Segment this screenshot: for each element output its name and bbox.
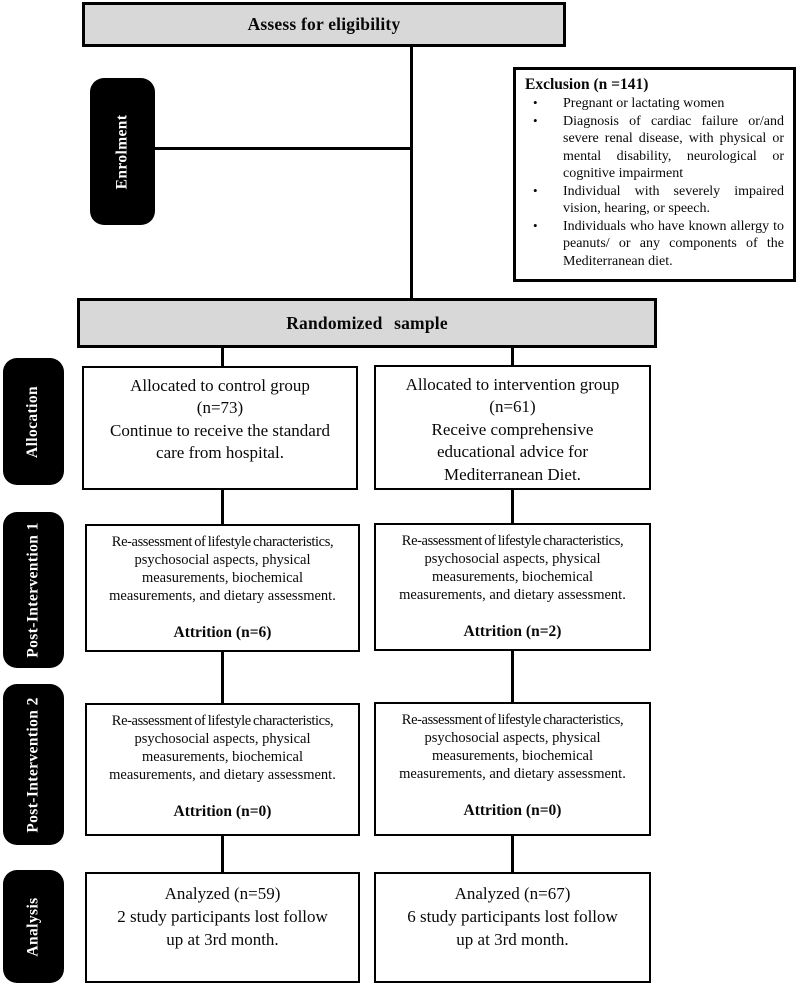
analysis-control-line: Analyzed (n=59) — [164, 884, 281, 903]
bullet-icon: • — [533, 182, 538, 198]
post2-control-line: measurements, biochemical — [141, 748, 304, 765]
stage-label-post-intervention-2: Post-Intervention 2 — [3, 684, 64, 845]
post1-intervention-line: measurements, and dietary assessment. — [399, 586, 626, 603]
analysis-intervention-line: 6 study participants lost follow — [407, 906, 618, 926]
stage-label-enrolment-text: Enrolment — [113, 114, 131, 189]
assess-eligibility-box: Assess for eligibility — [82, 2, 566, 47]
analysis-control-line: 2 study participants lost follow — [117, 906, 328, 926]
post2-intervention-box: Re-assessment of lifestyle characteristi… — [374, 702, 651, 836]
allocation-intervention-line: Allocated to intervention group — [405, 375, 620, 394]
post1-control-line: Re-assessment of lifestyle characteristi… — [111, 534, 334, 550]
post1-intervention-line: Re-assessment of lifestyle characteristi… — [401, 533, 624, 549]
post2-control-box: Re-assessment of lifestyle characteristi… — [85, 703, 360, 836]
connector-randomized-intervention — [511, 346, 514, 366]
allocation-control-line: (n=73) — [196, 398, 244, 418]
post1-intervention-attrition: Attrition (n=2) — [463, 622, 562, 640]
exclusion-item-text: Individuals who have known allergy to pe… — [563, 218, 784, 269]
bullet-icon: • — [533, 95, 538, 111]
analysis-intervention-line: Analyzed (n=67) — [454, 884, 571, 903]
exclusion-item-text: Pregnant or lactating women — [563, 96, 725, 112]
connector-control-post1 — [221, 490, 224, 525]
stage-label-analysis: Analysis — [3, 870, 64, 983]
exclusion-item: • Diagnosis of cardiac failure or/and se… — [523, 113, 786, 183]
post1-control-line: measurements, biochemical — [141, 569, 304, 586]
stage-label-post-intervention-1-text: Post-Intervention 1 — [24, 522, 42, 658]
post1-intervention-box: Re-assessment of lifestyle characteristi… — [374, 523, 651, 651]
exclusion-item: • Individuals who have known allergy to … — [523, 218, 786, 271]
post1-control-attrition: Attrition (n=6) — [173, 623, 272, 641]
allocation-intervention-line: educational advice for — [436, 442, 589, 462]
post2-intervention-line: psychosocial aspects, physical — [424, 729, 601, 746]
analysis-intervention-line: up at 3rd month. — [456, 929, 569, 949]
allocation-control-line: care from hospital. — [156, 443, 284, 463]
stage-label-enrolment: Enrolment — [90, 78, 155, 225]
post1-control-line: psychosocial aspects, physical — [134, 551, 311, 568]
stage-label-post-intervention-1: Post-Intervention 1 — [3, 512, 64, 668]
exclusion-box: Exclusion (n =141) • Pregnant or lactati… — [513, 67, 796, 282]
post2-intervention-attrition: Attrition (n=0) — [463, 801, 562, 819]
analysis-control-line: up at 3rd month. — [166, 929, 279, 949]
exclusion-title: Exclusion (n =141) — [525, 76, 649, 93]
exclusion-item-text: Individual with severely impaired vision… — [563, 183, 784, 217]
analysis-control-box: Analyzed (n=59) 2 study participants los… — [85, 872, 360, 983]
connector-control-post2 — [221, 651, 224, 703]
post2-intervention-line: measurements, and dietary assessment. — [399, 765, 626, 782]
post2-control-line: Re-assessment of lifestyle characteristi… — [111, 713, 334, 729]
exclusion-item-text: Diagnosis of cardiac failure or/and seve… — [563, 113, 784, 182]
assess-eligibility-title: Assess for eligibility — [247, 14, 401, 34]
post1-control-line: measurements, and dietary assessment. — [109, 587, 336, 604]
allocation-control-line: Continue to receive the standard — [110, 420, 330, 440]
connector-eligibility-randomized — [410, 46, 413, 298]
randomized-sample-box: Randomized sample — [77, 298, 657, 348]
allocation-intervention-line: Receive comprehensive — [431, 419, 594, 439]
analysis-intervention-box: Analyzed (n=67) 6 study participants los… — [374, 872, 651, 983]
connector-enrolment — [155, 147, 411, 150]
post2-control-attrition: Attrition (n=0) — [173, 802, 272, 820]
connector-intervention-analysis — [511, 835, 514, 873]
post1-intervention-line: psychosocial aspects, physical — [424, 550, 601, 567]
randomized-sample-title: Randomized sample — [286, 312, 448, 333]
allocation-intervention-line: Mediterranean Diet. — [444, 464, 581, 484]
post2-control-line: measurements, and dietary assessment. — [109, 766, 336, 783]
post1-control-box: Re-assessment of lifestyle characteristi… — [85, 524, 360, 652]
connector-control-analysis — [221, 835, 224, 873]
stage-label-post-intervention-2-text: Post-Intervention 2 — [24, 696, 42, 833]
post2-intervention-line: measurements, biochemical — [431, 747, 594, 764]
allocation-control-box: Allocated to control group (n=73) Contin… — [82, 366, 358, 490]
post2-control-line: psychosocial aspects, physical — [134, 730, 311, 747]
bullet-icon: • — [533, 112, 538, 128]
exclusion-item: • Individual with severely impaired visi… — [523, 183, 786, 218]
allocation-intervention-box: Allocated to intervention group (n=61) R… — [374, 365, 651, 490]
exclusion-item: • Pregnant or lactating women — [523, 95, 786, 113]
connector-intervention-post2 — [511, 650, 514, 702]
post2-intervention-line: Re-assessment of lifestyle characteristi… — [401, 712, 624, 728]
post1-intervention-line: measurements, biochemical — [431, 568, 594, 585]
allocation-control-line: Allocated to control group — [130, 376, 310, 395]
allocation-intervention-line: (n=61) — [489, 397, 536, 417]
connector-intervention-post1 — [511, 489, 514, 524]
stage-label-allocation-text: Allocation — [24, 385, 42, 458]
bullet-icon: • — [533, 217, 538, 233]
stage-label-allocation: Allocation — [3, 358, 64, 485]
stage-label-analysis-text: Analysis — [24, 896, 42, 957]
connector-randomized-control — [221, 346, 224, 367]
